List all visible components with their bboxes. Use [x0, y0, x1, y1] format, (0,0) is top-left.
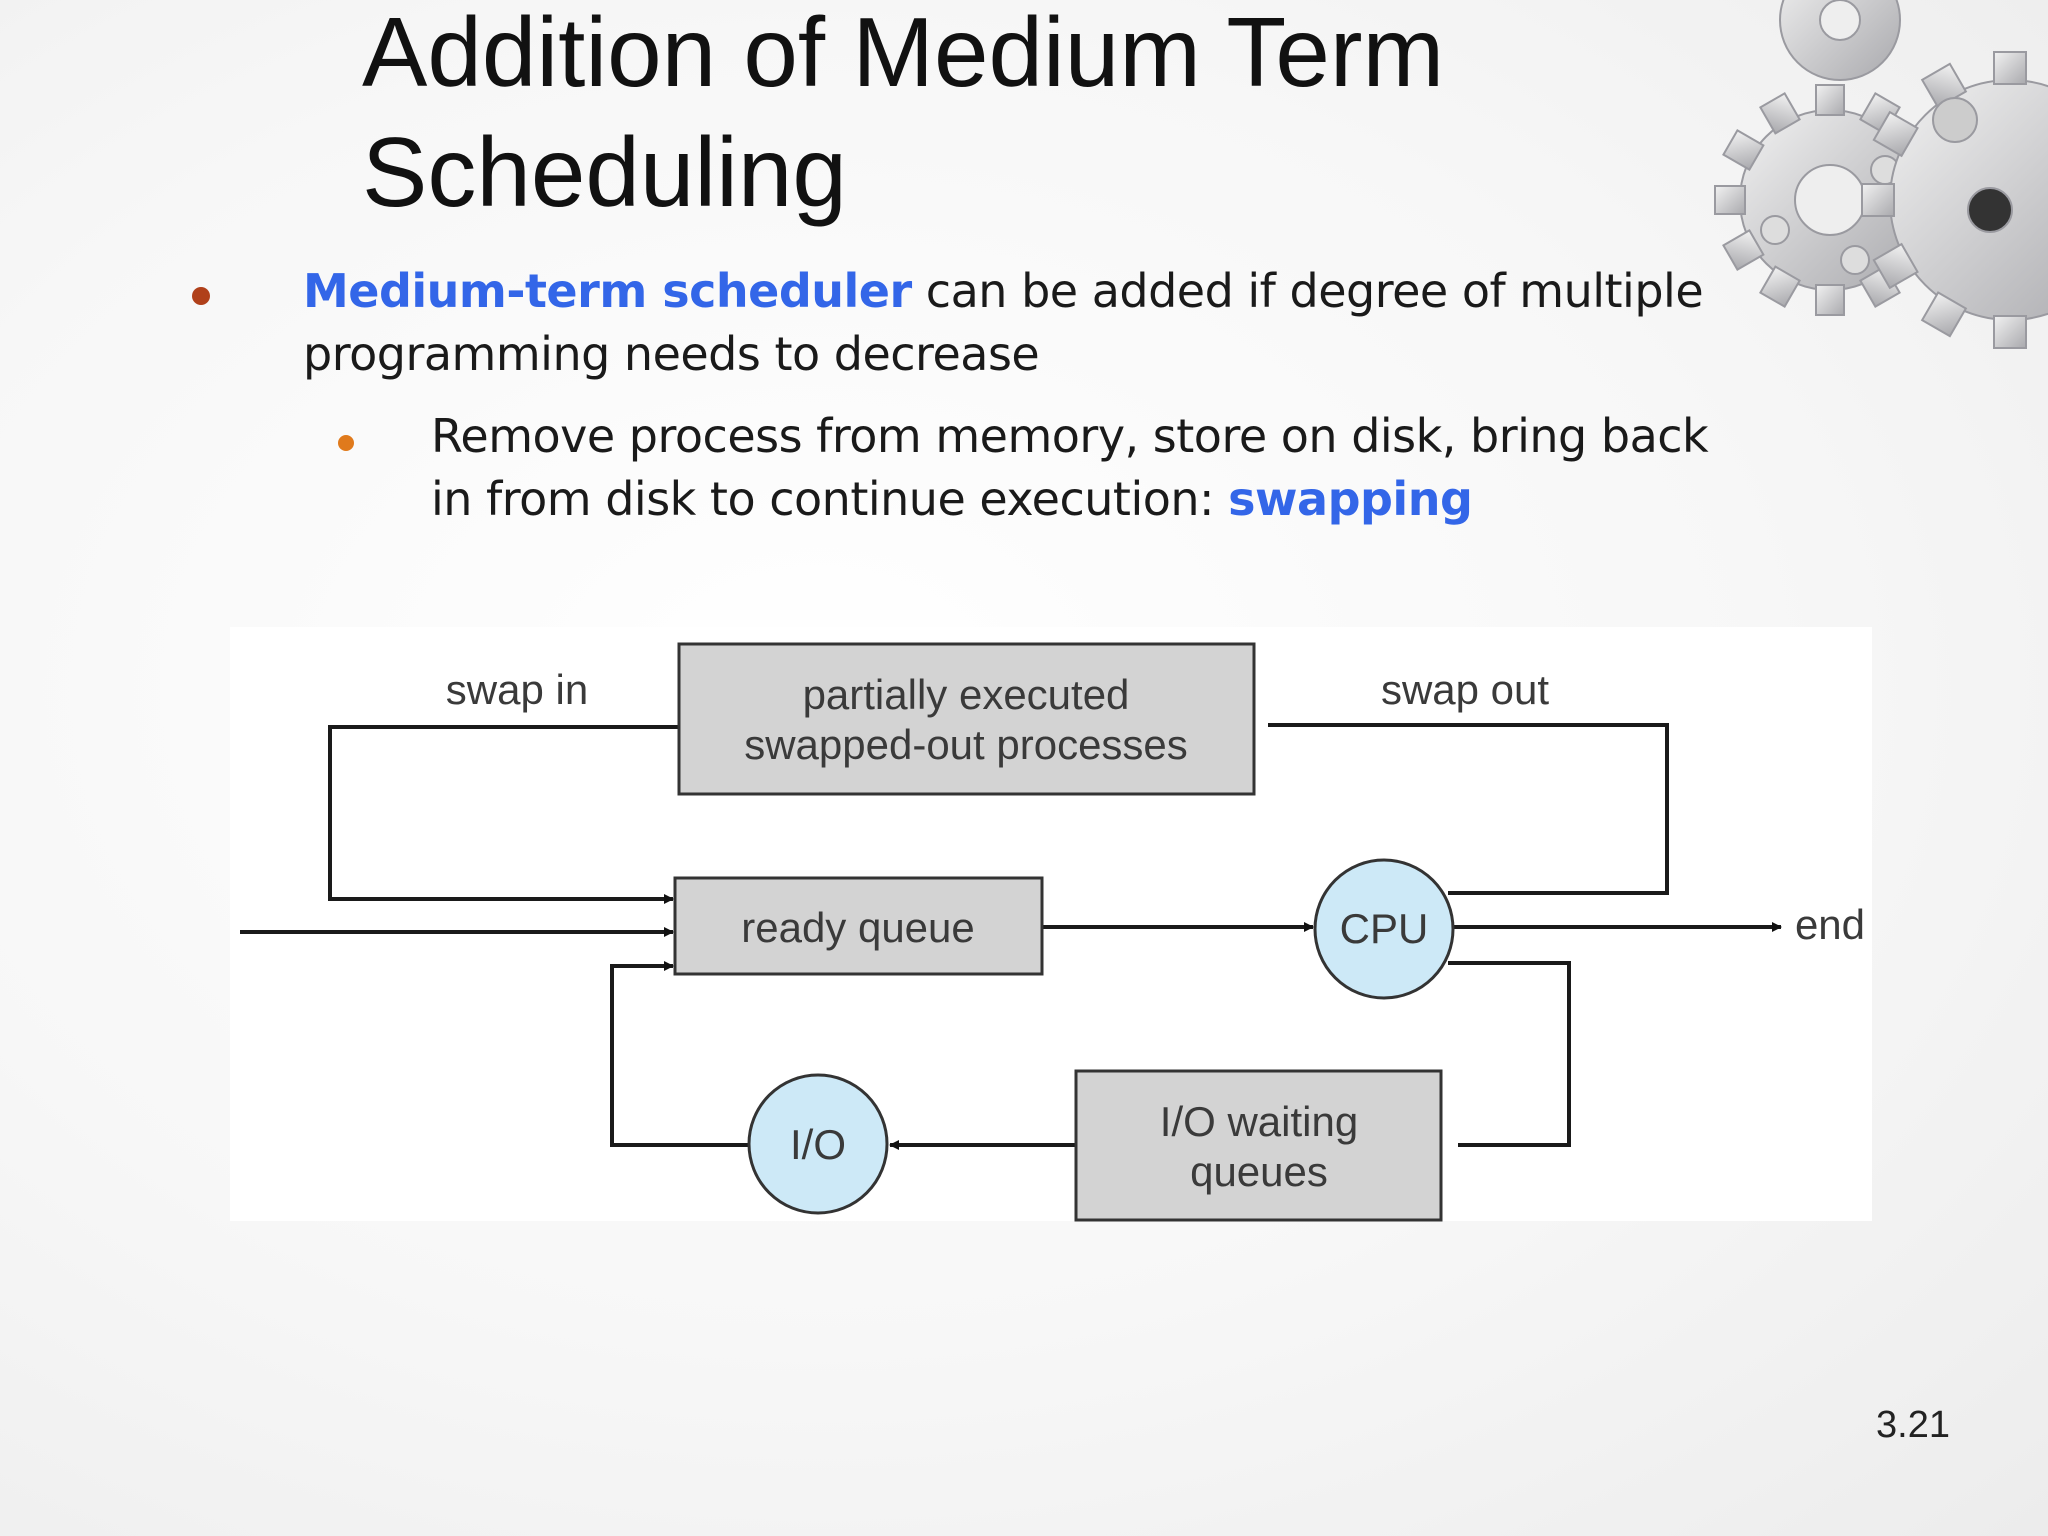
io-waiting-queues-box: [1074, 1069, 1443, 1222]
swapped-box-line-2: swapped-out processes: [744, 721, 1188, 768]
swap-out-line: [1268, 723, 1669, 895]
swapped-out-processes-box: [677, 642, 1256, 796]
swap-in-arrow: [328, 725, 679, 904]
title-line-1: Addition of Medium Term: [362, 0, 1445, 107]
io-circle: [747, 1073, 889, 1215]
title-line-2: Scheduling: [362, 117, 847, 227]
page-number: 3.21: [1876, 1404, 1950, 1446]
medium-term-scheduler-term: Medium-term scheduler: [303, 264, 912, 318]
io-waiting-line-2: queues: [1190, 1148, 1328, 1195]
cpu-to-io-wait-line: [1448, 961, 1571, 1147]
swapped-box-line-1: partially executed: [803, 671, 1130, 718]
swap-out-label: swap out: [1381, 666, 1549, 713]
sub-bullet-line-2: in from disk to continue execution:: [431, 472, 1229, 526]
end-label: end: [1795, 901, 1865, 948]
swapping-term: swapping: [1228, 472, 1473, 526]
bullet-icon: [192, 287, 210, 305]
swap-in-label: swap in: [446, 666, 588, 713]
cpu-label: CPU: [1340, 905, 1429, 952]
slide-title: Addition of Medium Term Scheduling: [362, 0, 1444, 232]
ready-queue-box: [673, 876, 1044, 976]
io-return-arrow: [610, 961, 748, 1147]
bullet-1-line-1: can be added if degree of multiple: [911, 264, 1704, 318]
bullet-1-line-2: programming needs to decrease: [303, 327, 1040, 381]
sub-bullet-icon: [338, 435, 354, 451]
io-label: I/O: [790, 1121, 846, 1168]
cpu-circle: [1313, 858, 1455, 1000]
io-waiting-line-1: I/O waiting: [1160, 1098, 1358, 1145]
bullet-1-text: Medium-term scheduler can be added if de…: [303, 260, 1704, 386]
sub-bullet-line-1: Remove process from memory, store on dis…: [431, 409, 1709, 463]
sub-bullet-1-text: Remove process from memory, store on dis…: [431, 405, 1709, 531]
gears-decoration-icon: [1680, 0, 2048, 359]
ready-queue-label: ready queue: [741, 904, 975, 951]
